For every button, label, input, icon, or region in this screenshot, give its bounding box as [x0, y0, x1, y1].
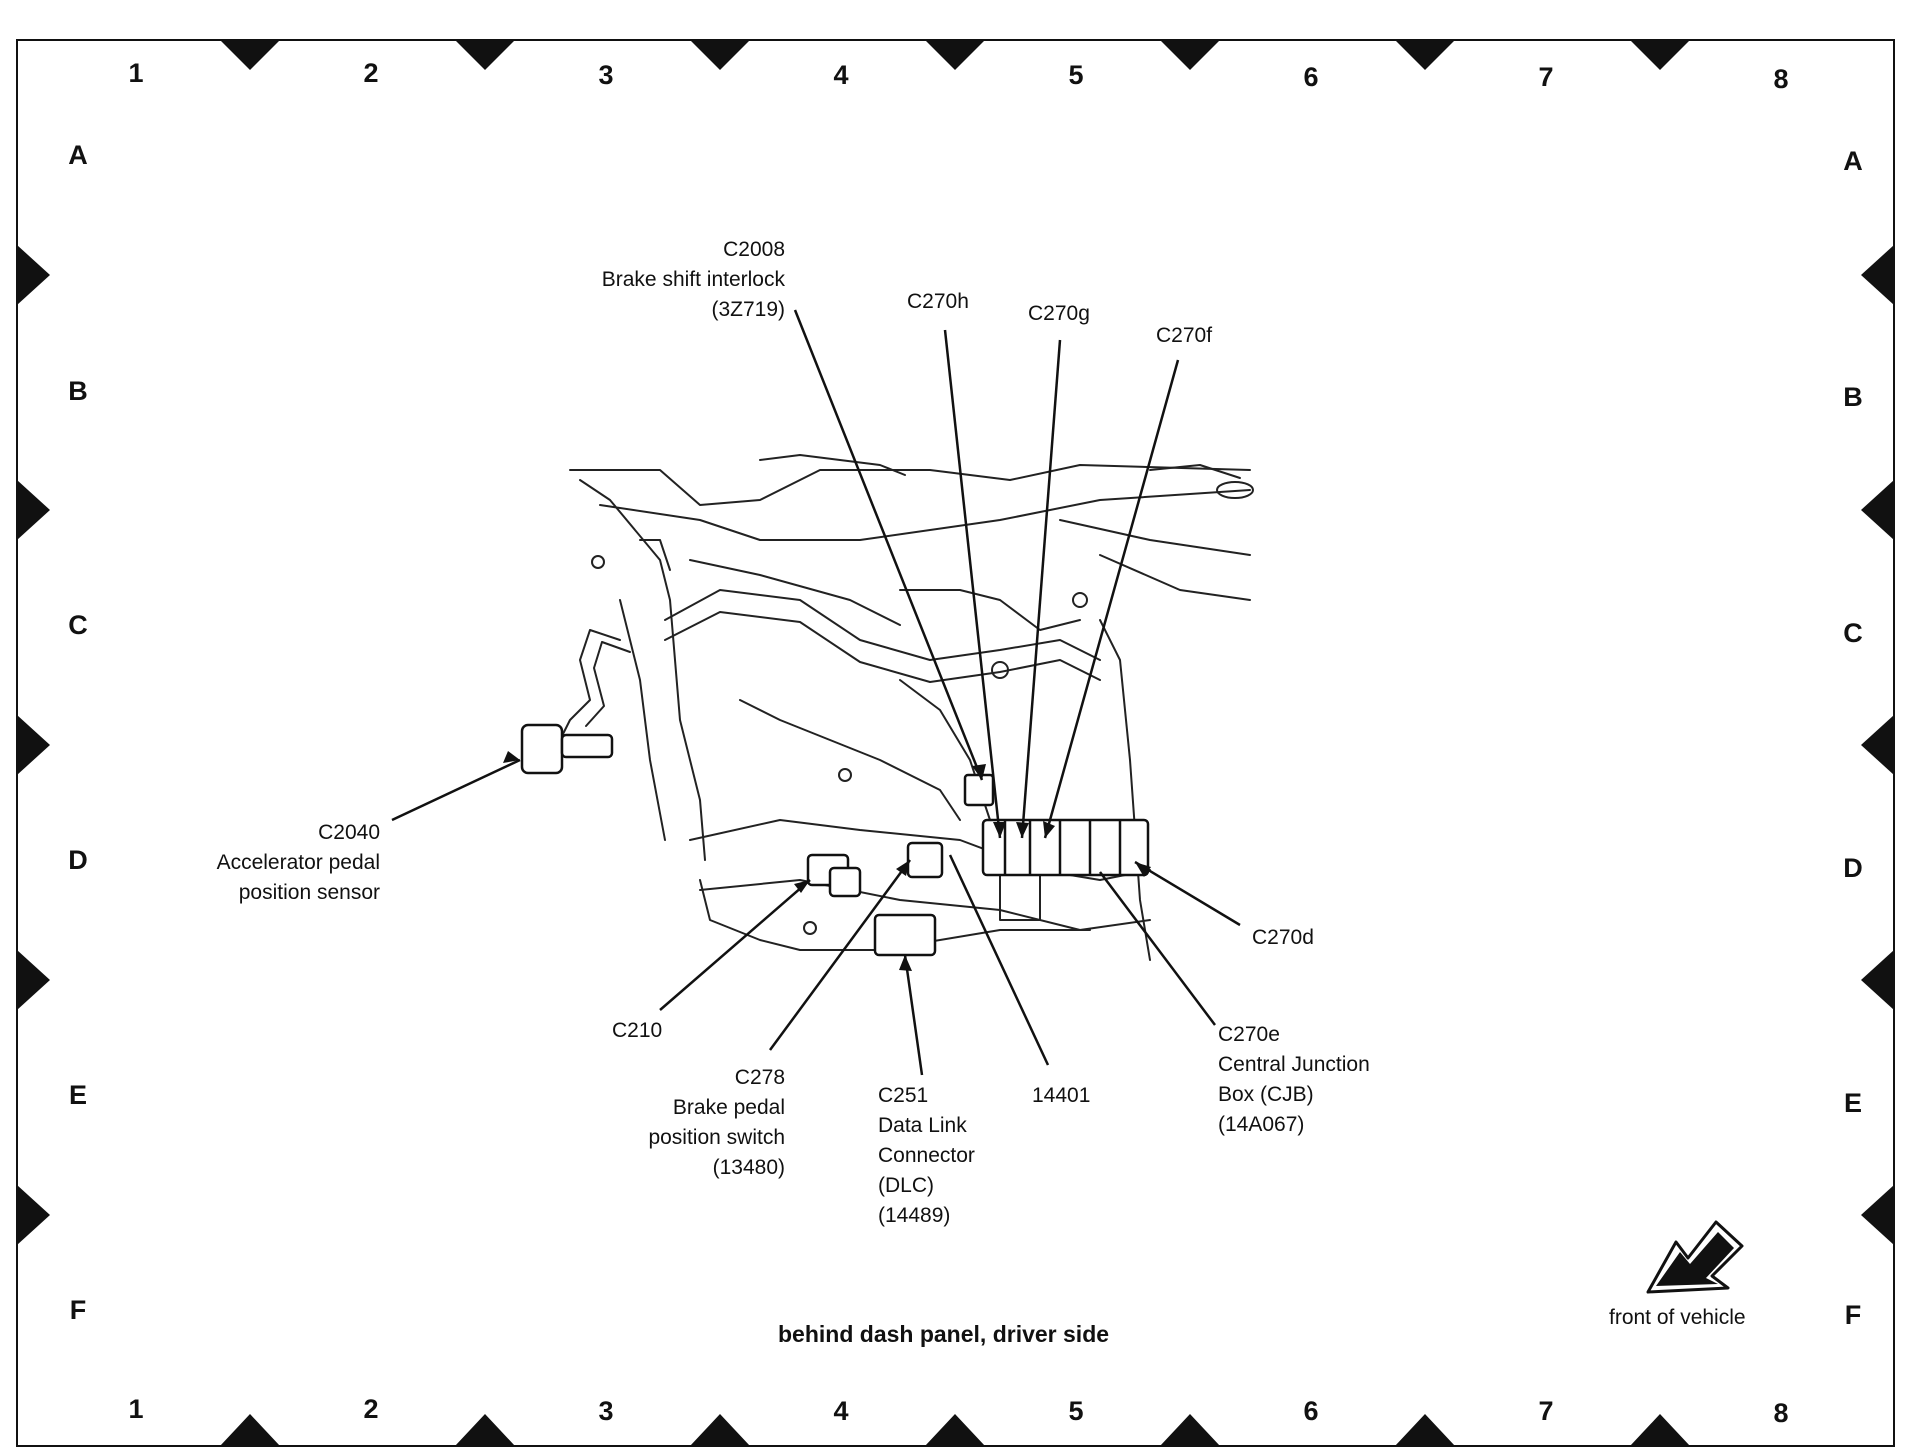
c2040-connector-shape	[520, 723, 564, 775]
grid-col-4-bottom: 4	[833, 1396, 849, 1426]
label-c2008-part: (3Z719)	[711, 298, 785, 321]
grid-col-4-top: 4	[833, 60, 849, 90]
grid-col-7-bottom: 7	[1538, 1396, 1554, 1426]
label-c270e-part: (14A067)	[1218, 1113, 1305, 1136]
label-c270e-desc2: Box (CJB)	[1218, 1083, 1314, 1106]
grid-row-E-right: E	[1843, 1088, 1862, 1118]
c251-connector-shape	[873, 913, 937, 957]
leader-c251	[903, 954, 924, 1076]
label-c278-part: (13480)	[712, 1156, 785, 1179]
grid-row-A-right: A	[1843, 146, 1863, 176]
label-c270f-id: C270f	[1156, 324, 1213, 347]
leader-c210	[659, 879, 811, 1011]
grid-col-3-bottom: 3	[598, 1396, 614, 1426]
label-c270d: C270d	[1252, 923, 1314, 953]
label-c270g: C270g	[1028, 299, 1090, 329]
connector-shapes	[520, 723, 1150, 957]
c278-connector-shape	[906, 841, 944, 879]
label-c270e: C270e Central Junction Box (CJB) (14A067…	[1218, 1020, 1370, 1140]
label-c270h-id: C270h	[907, 290, 969, 313]
label-c270e-id: C270e	[1218, 1023, 1280, 1046]
leader-c270f	[1043, 359, 1180, 839]
label-c278: C278 Brake pedal position switch (13480)	[620, 1063, 785, 1183]
grid-row-B-left: B	[68, 376, 88, 406]
label-c2040-desc1: Accelerator pedal	[216, 851, 380, 874]
c2008-connector-shape	[963, 773, 995, 807]
leader-14401	[948, 854, 1050, 1066]
dash-panel-illustration	[559, 454, 1254, 961]
label-c210-id: C210	[612, 1019, 663, 1042]
grid-col-6-top: 6	[1303, 62, 1319, 92]
label-c270g-id: C270g	[1028, 302, 1090, 325]
grid-col-6-bottom: 6	[1303, 1396, 1319, 1426]
label-c251: C251 Data Link Connector (DLC) (14489)	[878, 1081, 975, 1231]
top-grid-markers	[220, 40, 1690, 70]
label-c270e-desc1: Central Junction	[1218, 1053, 1370, 1076]
grid-row-C-left: C	[68, 610, 88, 640]
label-c278-id: C278	[734, 1066, 785, 1089]
grid-col-7-top: 7	[1538, 62, 1554, 92]
grid-row-A-left: A	[68, 140, 88, 170]
leader-lines	[391, 309, 1241, 1076]
grid-col-3-top: 3	[598, 60, 614, 90]
grid-col-2-bottom: 2	[363, 1394, 379, 1424]
grid-row-B-right: B	[1843, 382, 1863, 412]
label-c270f: C270f	[1156, 321, 1212, 351]
grid-col-5-top: 5	[1068, 60, 1084, 90]
leader-c270g	[1020, 339, 1062, 839]
grid-row-F-right: F	[1844, 1300, 1862, 1330]
label-c270d-id: C270d	[1252, 926, 1314, 949]
right-grid-markers	[1861, 245, 1894, 1245]
grid-row-D-left: D	[68, 845, 88, 875]
label-c2040: C2040 Accelerator pedal position sensor	[160, 818, 380, 908]
diagram-border	[16, 39, 1895, 1447]
grid-col-2-top: 2	[363, 58, 379, 88]
leader-arrowheads	[503, 751, 1151, 971]
label-c270h: C270h	[907, 287, 969, 317]
label-14401: 14401	[1032, 1081, 1090, 1111]
left-grid-markers	[17, 245, 50, 1245]
grid-row-D-right: D	[1843, 853, 1863, 883]
leader-c278	[768, 859, 912, 1051]
grid-row-E-left: E	[68, 1080, 87, 1110]
grid-col-8-bottom: 8	[1773, 1398, 1789, 1428]
leader-c270h	[943, 329, 1002, 839]
label-14401-id: 14401	[1032, 1084, 1091, 1107]
leader-c270d	[1134, 860, 1241, 927]
label-c251-id: C251	[878, 1084, 929, 1107]
label-c251-desc1: Data Link	[878, 1114, 967, 1137]
bottom-grid-markers	[220, 1414, 1690, 1446]
label-c2040-desc2: position sensor	[238, 881, 380, 904]
arrow-down-left-icon	[1646, 1220, 1744, 1294]
grid-row-C-right: C	[1843, 618, 1863, 648]
label-c251-desc2: Connector	[878, 1144, 975, 1167]
leader-c2008	[793, 309, 984, 781]
label-c2008-id: C2008	[723, 238, 785, 261]
label-c251-abbr: (DLC)	[878, 1174, 934, 1197]
label-c251-part: (14489)	[878, 1204, 951, 1227]
cjb-block-shape	[981, 818, 1150, 877]
diagram-caption: behind dash panel, driver side	[778, 1321, 1110, 1347]
leader-c270e	[1099, 871, 1216, 1026]
label-c2008-desc: Brake shift interlock	[601, 268, 785, 291]
label-c278-desc2: position switch	[648, 1126, 785, 1149]
leader-c2040	[391, 758, 521, 822]
grid-col-8-top: 8	[1773, 64, 1789, 94]
grid-row-F-left: F	[69, 1295, 87, 1325]
label-c210: C210	[612, 1016, 662, 1046]
grid-col-5-bottom: 5	[1068, 1396, 1084, 1426]
label-c2008: C2008 Brake shift interlock (3Z719)	[560, 235, 785, 325]
label-c2040-id: C2040	[318, 821, 380, 844]
front-of-vehicle-label: front of vehicle	[1609, 1306, 1746, 1329]
grid-col-1-top: 1	[128, 58, 144, 88]
grid-col-1-bottom: 1	[128, 1394, 144, 1424]
label-c278-desc1: Brake pedal	[672, 1096, 785, 1119]
